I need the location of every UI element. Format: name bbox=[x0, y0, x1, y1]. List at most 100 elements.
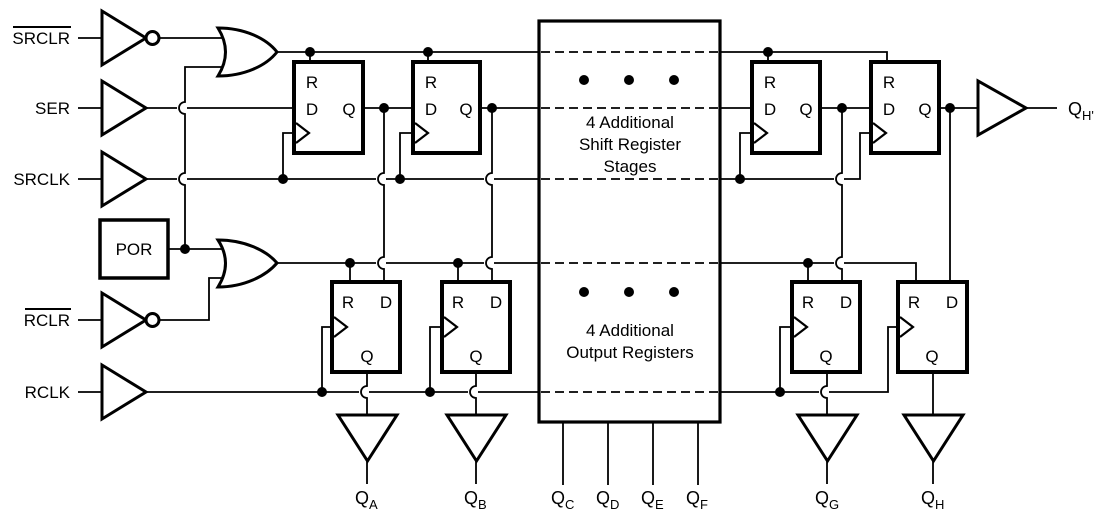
qd-label-sub: D bbox=[610, 497, 619, 512]
qh-label-sub: H bbox=[935, 497, 944, 512]
rclr-inverter bbox=[100, 290, 149, 350]
qb-output-buffer bbox=[444, 413, 509, 464]
regh-d: D bbox=[946, 293, 958, 312]
qb-label-sub: B bbox=[478, 497, 487, 512]
rclr-inverter-bubble bbox=[144, 312, 161, 328]
junction-dots bbox=[180, 47, 955, 397]
rclk-wire-right bbox=[721, 326, 898, 393]
junction-dot bbox=[803, 258, 813, 268]
regg-q-wire bbox=[820, 372, 828, 415]
ff7-d: D bbox=[764, 100, 776, 119]
shift-stages-line3: Stages bbox=[604, 157, 657, 176]
ff2-d: D bbox=[425, 100, 437, 119]
shift-stages-line2: Shift Register bbox=[579, 135, 681, 154]
output-registers-line1: 4 Additional bbox=[586, 321, 674, 340]
rega-q-wire bbox=[360, 372, 368, 415]
flipflops bbox=[292, 60, 969, 374]
regh-r: R bbox=[908, 293, 920, 312]
junction-dot bbox=[735, 174, 745, 184]
shift-reset-or-gate bbox=[215, 26, 279, 78]
clock-chevrons bbox=[295, 122, 915, 338]
junction-dot bbox=[345, 258, 355, 268]
ellipsis-dot bbox=[624, 75, 634, 85]
rclr-inverter-out-wire bbox=[159, 277, 227, 321]
ff8-clock-icon bbox=[872, 122, 888, 144]
junction-dot bbox=[453, 258, 463, 268]
junction-dot bbox=[379, 103, 389, 113]
signal-labels: SRCLR SER SRCLK POR RCLR RCLK bbox=[12, 26, 153, 402]
junction-dot bbox=[763, 47, 773, 57]
regb-r: R bbox=[452, 293, 464, 312]
regb-d: D bbox=[490, 293, 502, 312]
ellipsis-dot bbox=[579, 75, 589, 85]
qg-label: Q bbox=[815, 488, 829, 508]
ellipsis-dot bbox=[669, 287, 679, 297]
ser-buffer bbox=[100, 78, 149, 138]
output-reset-wire-right bbox=[721, 262, 917, 282]
junction-dot bbox=[305, 47, 315, 57]
outreg-g-box bbox=[790, 280, 862, 374]
junction-dot bbox=[278, 174, 288, 184]
qa-output-buffer bbox=[335, 413, 400, 464]
gates bbox=[98, 8, 1030, 464]
ff2-r: R bbox=[425, 73, 437, 92]
rclk-tap-regg-wire bbox=[779, 326, 792, 392]
qg-output-buffer bbox=[795, 413, 860, 464]
ff1-q: Q bbox=[342, 100, 355, 119]
qa-label: Q bbox=[355, 488, 369, 508]
rclr-label: RCLR bbox=[24, 311, 70, 330]
regh-q: Q bbox=[925, 347, 938, 366]
middle-box-text: 4 Additional Shift Register Stages 4 Add… bbox=[566, 113, 694, 362]
q7-to-regg-wire bbox=[835, 108, 843, 282]
por-box bbox=[98, 218, 170, 280]
shift-ff7-box bbox=[750, 60, 822, 155]
rclk-label: RCLK bbox=[25, 383, 71, 402]
serial-out-buffer bbox=[976, 78, 1030, 138]
ff1-d: D bbox=[306, 100, 318, 119]
shift-stages-line1: 4 Additional bbox=[586, 113, 674, 132]
ellipsis-dot bbox=[624, 287, 634, 297]
junction-dot bbox=[487, 103, 497, 113]
box-dashed-lines bbox=[541, 51, 719, 393]
regb-clock-icon bbox=[443, 316, 459, 338]
flipflop-letters: R D Q R D Q R D Q R D Q R D Q R D Q R D … bbox=[306, 73, 958, 366]
qe-label-sub: E bbox=[655, 497, 664, 512]
junction-dot bbox=[837, 103, 847, 113]
regb-q-wire bbox=[469, 372, 477, 415]
q1-to-rega-wire bbox=[377, 108, 385, 282]
regg-q: Q bbox=[819, 347, 832, 366]
ff7-q: Q bbox=[799, 100, 812, 119]
q2-to-regb-wire bbox=[485, 108, 493, 282]
junction-dot bbox=[180, 244, 190, 254]
qe-label: Q bbox=[641, 488, 655, 508]
ff2-clock-icon bbox=[414, 122, 430, 144]
output-reset-or-gate bbox=[215, 238, 279, 289]
qb-label: Q bbox=[464, 488, 478, 508]
output-registers-line2: Output Registers bbox=[566, 343, 694, 362]
clock-tap-ff2-wire bbox=[399, 132, 413, 179]
shift-reset-wire-right bbox=[721, 51, 888, 62]
shift-ff1-box bbox=[292, 60, 365, 155]
junction-dot bbox=[425, 387, 435, 397]
qh-label: Q bbox=[921, 488, 935, 508]
rega-r: R bbox=[342, 293, 354, 312]
shift-ff8-box bbox=[869, 60, 941, 155]
por-feedup-wire bbox=[178, 66, 227, 249]
clock-tap-ff1-wire bbox=[282, 132, 294, 179]
rega-clock-icon bbox=[333, 316, 349, 338]
ff7-r: R bbox=[764, 73, 776, 92]
ellipsis-dot bbox=[669, 75, 679, 85]
qf-label-sub: F bbox=[700, 497, 708, 512]
additional-stages-box bbox=[537, 19, 722, 424]
ff8-r: R bbox=[883, 73, 895, 92]
ser-label: SER bbox=[35, 99, 70, 118]
ff1-r: R bbox=[306, 73, 318, 92]
regh-clock-icon bbox=[899, 316, 915, 338]
rclk-tap-regb-wire bbox=[429, 326, 442, 392]
rega-d: D bbox=[380, 293, 392, 312]
rclk-buffer bbox=[100, 362, 149, 422]
qh-output-buffer bbox=[901, 413, 966, 464]
por-label: POR bbox=[116, 240, 153, 259]
shift-ff2-box bbox=[411, 60, 482, 155]
